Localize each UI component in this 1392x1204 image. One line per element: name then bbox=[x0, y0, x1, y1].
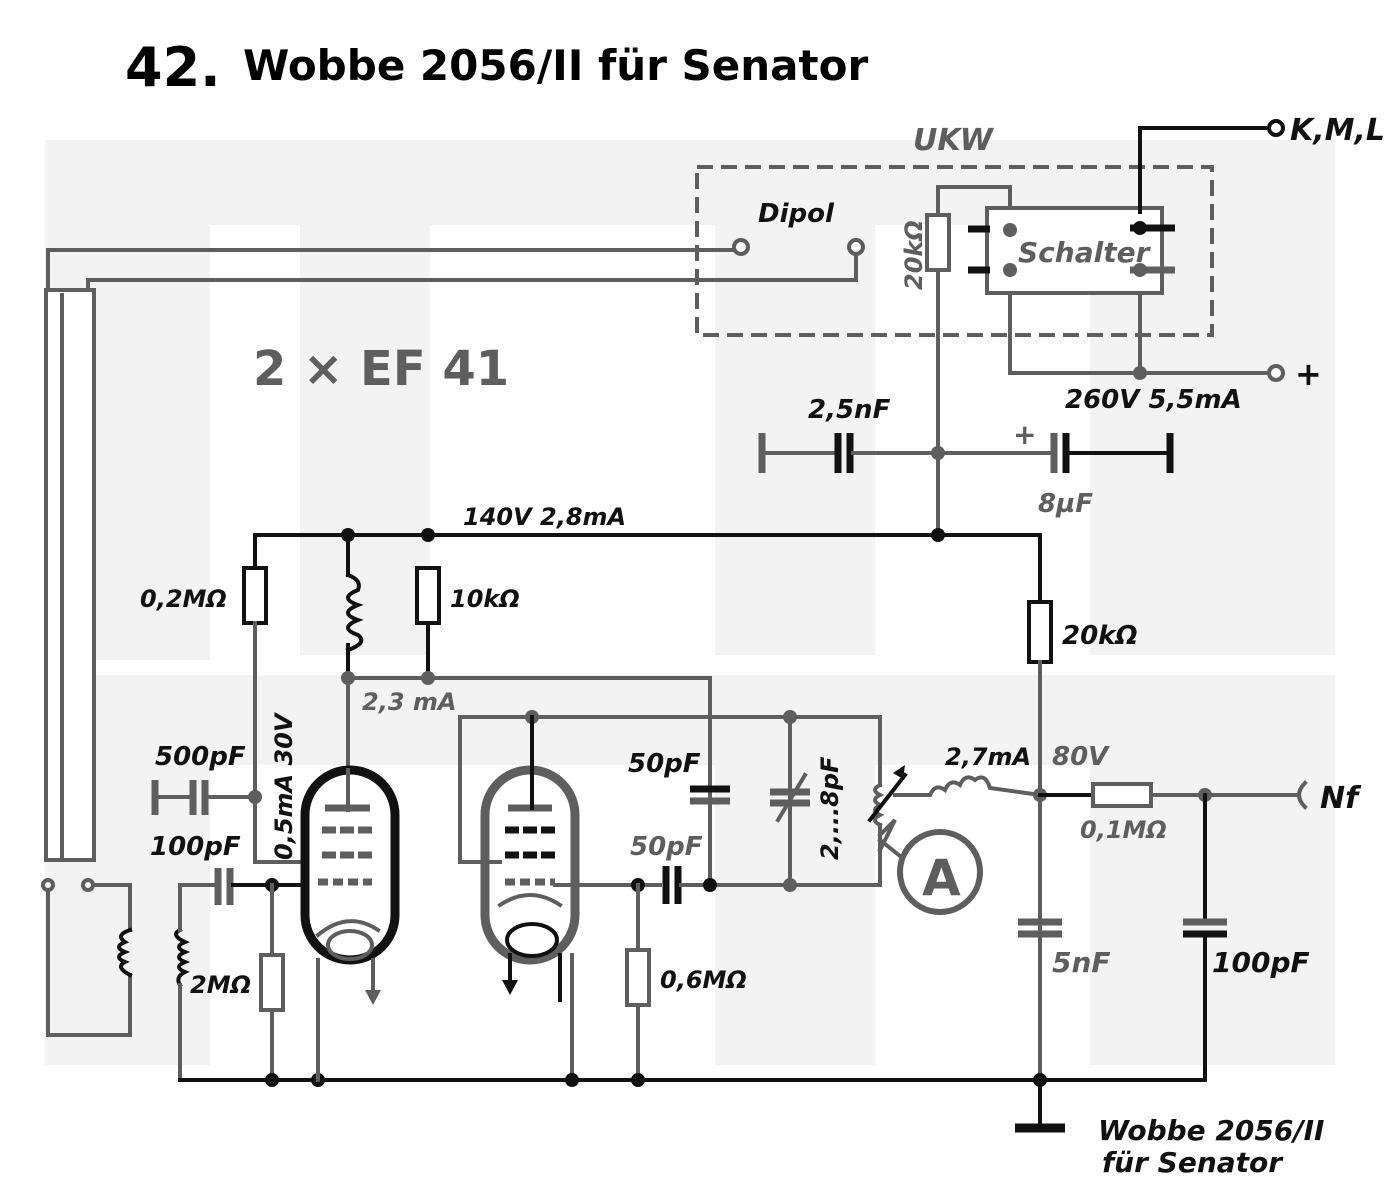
title-text: Wobbe 2056/II für Senator bbox=[243, 41, 868, 90]
rail-140v-label: 140V 2,8mA bbox=[463, 503, 626, 531]
caption-line-2: für Senator bbox=[1102, 1146, 1284, 1179]
resistor-20k-ukw-label: 20kΩ bbox=[900, 220, 928, 290]
tube-1-ef41 bbox=[300, 765, 400, 1005]
resistor-2m bbox=[259, 953, 285, 1012]
resistor-0-1m-label: 0,1MΩ bbox=[1080, 816, 1167, 844]
cap-8uf-label: 8µF bbox=[1038, 489, 1093, 519]
cap-100pf-in-label: 100pF bbox=[150, 832, 241, 862]
input-transformer bbox=[46, 883, 217, 1082]
resistor-0-1m bbox=[1091, 782, 1153, 808]
trimmer-label: 2,...8pF bbox=[816, 756, 844, 860]
cap-100pf-out-label: 100pF bbox=[1212, 946, 1310, 979]
ammeter bbox=[897, 829, 983, 915]
tube-type-label: 2 × EF 41 bbox=[253, 341, 509, 397]
terminal-plus bbox=[1267, 364, 1285, 382]
dipole-terminal-right bbox=[847, 238, 865, 256]
cap-8uf-polarity: + bbox=[1013, 418, 1036, 451]
bias-label: 0,5mA 30V bbox=[270, 711, 298, 860]
title-number: 42. bbox=[125, 36, 221, 99]
resistor-20k bbox=[1027, 600, 1053, 664]
current-2-3ma-label: 2,3 mA bbox=[362, 688, 456, 716]
resistor-10k-label: 10kΩ bbox=[450, 585, 520, 613]
resistor-2m-label: 2MΩ bbox=[190, 971, 251, 999]
resistor-20k-ukw bbox=[925, 213, 951, 272]
caption-line-1: Wobbe 2056/II bbox=[1098, 1114, 1324, 1147]
switch-box bbox=[985, 206, 1164, 295]
terminal-nf-label: Nf bbox=[1320, 781, 1362, 816]
tank-coil bbox=[867, 765, 908, 887]
voltage-80v-label: 80V bbox=[1052, 742, 1110, 772]
dipole-terminal-left bbox=[732, 238, 750, 256]
terminal-nf bbox=[1297, 780, 1308, 810]
resistor-10k bbox=[415, 566, 441, 625]
supply-main-label: 260V 5,5mA bbox=[1065, 385, 1242, 415]
resistor-0-2m bbox=[242, 566, 268, 625]
cap-500pf-label: 500pF bbox=[155, 742, 246, 772]
terminal-kml bbox=[1267, 119, 1285, 137]
terminal-plus-label: + bbox=[1295, 355, 1322, 393]
cap-50pf-bot-label: 50pF bbox=[630, 832, 703, 862]
cap-5nf-label: 5nF bbox=[1052, 946, 1111, 979]
trimmer-capacitor: 2,...8pF bbox=[770, 715, 844, 892]
ammeter-label: A bbox=[922, 849, 961, 907]
cap-2-5nf-label: 2,5nF bbox=[808, 395, 891, 425]
cap-50pf-top-label: 50pF bbox=[628, 749, 701, 779]
terminal-kml-label: K,M,L bbox=[1290, 113, 1385, 148]
watermark bbox=[45, 140, 1335, 1065]
resistor-0-6m bbox=[625, 948, 651, 1007]
antenna-feed bbox=[41, 248, 858, 892]
current-2-7ma-label: 2,7mA bbox=[945, 743, 1031, 771]
resistor-0-2m-label: 0,2MΩ bbox=[140, 585, 227, 613]
resistor-0-6m-label: 0,6MΩ bbox=[660, 966, 747, 994]
resistor-20k-label: 20kΩ bbox=[1062, 621, 1138, 651]
switch-label: Schalter bbox=[1018, 236, 1152, 269]
ukw-module: UKW Dipol 20kΩ Schalter bbox=[695, 123, 1214, 337]
dipole-label: Dipol bbox=[758, 199, 835, 229]
ukw-label: UKW bbox=[913, 123, 995, 158]
